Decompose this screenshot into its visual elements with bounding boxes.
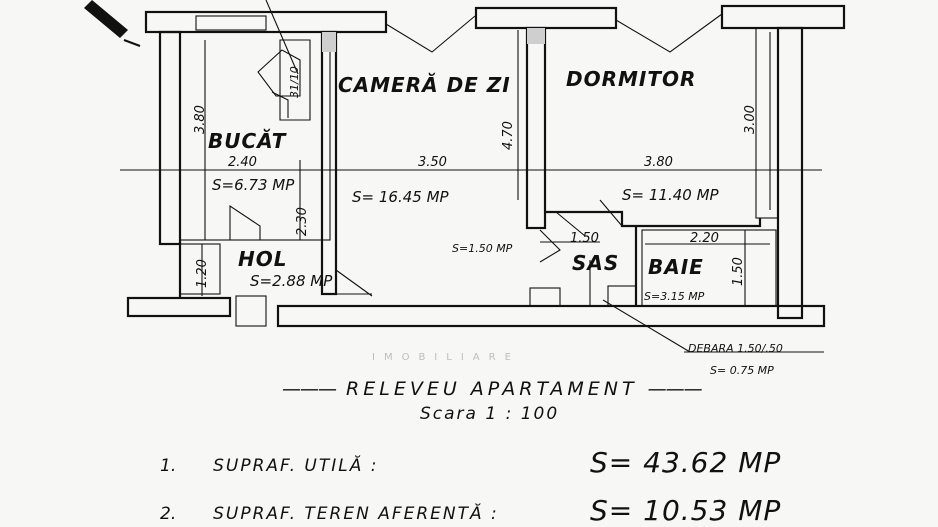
summary-value: S= 10.53 MP xyxy=(590,494,782,527)
dim-bedroom-height: 3.00 xyxy=(743,105,758,134)
dim-bedroom-width: 3.80 xyxy=(644,155,673,170)
room-area-living: S= 16.45 MP xyxy=(352,188,450,206)
dim-kitchen-width: 2.40 xyxy=(228,155,257,170)
dim-bath-height: 1.50 xyxy=(731,257,746,286)
closet-note: DEBARA 1.50/.50 xyxy=(688,342,783,355)
plan-scale: Scara 1 : 100 xyxy=(420,404,560,424)
summary-number: 2. xyxy=(160,504,177,524)
summary-label: SUPRAF. UTILĂ : xyxy=(213,456,379,476)
room-labels: CAMERĂ DE ZI S= 16.45 MP DORMITOR S= 11.… xyxy=(208,67,720,303)
dim-kitchen-niche: 31/10 xyxy=(288,66,301,98)
room-area-bath: S=3.15 MP xyxy=(644,290,705,303)
room-area-sas: S=1.50 MP xyxy=(452,242,513,255)
dim-hall-height: 1.20 xyxy=(195,259,210,288)
watermark-text: IMOBILIARE xyxy=(372,352,520,363)
room-name-living: CAMERĂ DE ZI xyxy=(338,73,511,97)
room-area-kitchen: S=6.73 MP xyxy=(212,176,295,194)
dim-bath-width: 2.20 xyxy=(690,231,719,246)
plan-title-text: RELEVEU APARTAMENT xyxy=(346,378,638,400)
plan-title: ——— RELEVEU APARTAMENT ——— xyxy=(282,378,703,400)
closet-annotation: DEBARA 1.50/.50 S= 0.75 MP xyxy=(684,342,824,377)
room-name-bath: BAIE xyxy=(648,255,704,279)
summary-value: S= 43.62 MP xyxy=(590,446,782,479)
dim-kitchen-side: 2.30 xyxy=(295,207,310,236)
summary-row-land-area: 2. SUPRAF. TEREN AFERENTĂ : S= 10.53 MP xyxy=(160,494,780,527)
dim-kitchen-height: 3.80 xyxy=(193,105,208,134)
summary-number: 1. xyxy=(160,456,177,476)
dim-sas-width: 1.50 xyxy=(570,231,599,246)
dimension-labels: 3.80 2.40 2.30 1.20 3.50 4.70 3.80 3.00 … xyxy=(193,66,758,288)
closet-area: S= 0.75 MP xyxy=(710,364,774,377)
room-name-kitchen: BUCĂT xyxy=(208,129,287,153)
room-area-bedroom: S= 11.40 MP xyxy=(622,186,720,204)
dim-living-width: 3.50 xyxy=(418,155,447,170)
summary-label: SUPRAF. TEREN AFERENTĂ : xyxy=(213,504,499,524)
dim-living-height: 4.70 xyxy=(501,121,516,150)
room-name-bedroom: DORMITOR xyxy=(566,67,696,91)
walls xyxy=(120,0,846,353)
room-name-sas: SAS xyxy=(572,251,619,275)
room-name-hall: HOL xyxy=(238,247,287,271)
summary-row-usable-area: 1. SUPRAF. UTILĂ : S= 43.62 MP xyxy=(160,446,780,479)
north-arrow-icon xyxy=(84,0,141,48)
room-area-hall: S=2.88 MP xyxy=(250,272,333,290)
